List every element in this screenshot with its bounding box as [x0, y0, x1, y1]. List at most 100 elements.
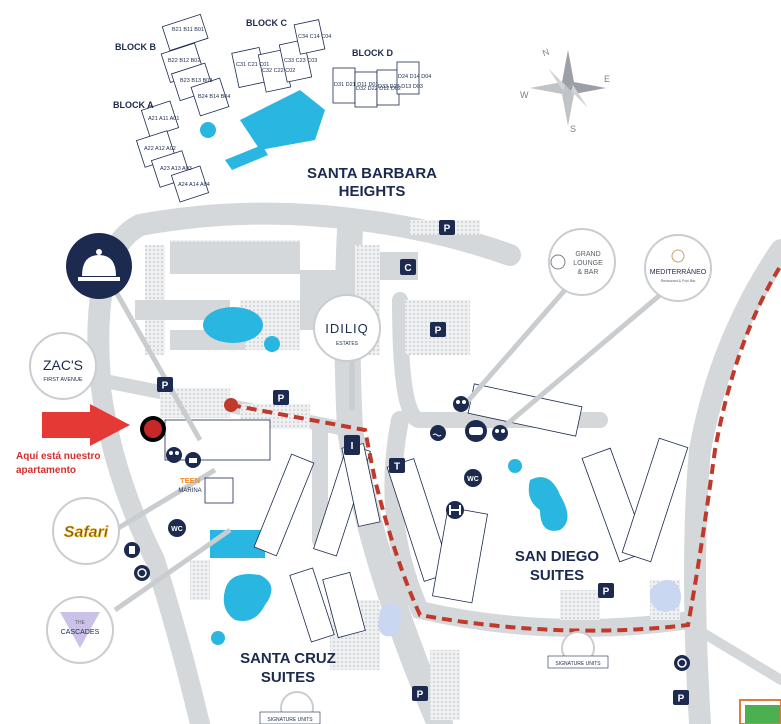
shop-icon[interactable]	[185, 452, 201, 468]
zacs-sub: FIRST AVENUE	[43, 377, 83, 383]
block-d-label: BLOCK D	[352, 48, 393, 58]
annotation-line2: apartamento	[16, 465, 76, 476]
callout-lines	[112, 288, 662, 613]
cascades-the: THE	[75, 620, 86, 626]
block-b-label: BLOCK B	[115, 42, 156, 52]
block-c-units-4: C34 C14 C04	[298, 34, 331, 40]
zacs-venue[interactable]: ZAC'S FIRST AVENUE	[29, 332, 97, 400]
pool-icon[interactable]	[430, 425, 446, 441]
cascades-name: CASCADES	[61, 629, 100, 636]
area-santa-barbara: SANTA BARBARA HEIGHTS	[307, 165, 437, 200]
block-b-units-4: B24 B14 B04	[198, 94, 230, 100]
block-c-units-2: C32 C22 C02	[262, 68, 295, 74]
clubhouse-pin[interactable]: C	[380, 252, 418, 280]
block-b-units-3: B23 B13 B03	[180, 78, 212, 84]
recycle-icon	[134, 565, 150, 581]
svg-text:WC: WC	[171, 526, 183, 533]
mediterraneo-name: MEDITERRÁNEO	[650, 267, 707, 276]
recycle-icon	[674, 655, 690, 671]
area-santa-cruz: SANTA CRUZ SUITES	[240, 650, 336, 686]
block-b-units-2: B22 B12 B02	[168, 58, 200, 64]
game-room-icon[interactable]	[465, 420, 487, 442]
block-buildings	[135, 13, 420, 203]
block-a-units-1: A21 A11 A01	[148, 116, 179, 122]
block-d-units-1: D31 D21 D11 D01	[334, 82, 379, 88]
svg-text:P: P	[603, 587, 610, 598]
restroom-pin[interactable]: WC	[168, 519, 186, 537]
grand-lounge-venue[interactable]: GRAND LOUNGE & BAR	[548, 228, 616, 296]
trash-icon	[124, 542, 140, 558]
info-pin[interactable]: I	[344, 435, 360, 455]
kids-club-icon[interactable]	[166, 447, 182, 463]
walking-route	[230, 263, 781, 633]
area-title-line1: SANTA BARBARA	[307, 165, 437, 182]
compass-icon: N E S W	[520, 47, 610, 134]
route-start-marker	[224, 398, 238, 412]
mediterraneo-venue[interactable]: MEDITERRÁNEO Restaurant & Pool Bar	[644, 234, 712, 302]
grand-lounge-line1: GRAND	[575, 251, 600, 258]
area-title-line1: SANTA CRUZ	[240, 650, 336, 667]
area-title-line2: SUITES	[261, 669, 315, 686]
apartment-marker[interactable]	[140, 416, 166, 442]
svg-text:P: P	[417, 690, 424, 701]
suite-wings	[164, 383, 689, 643]
svg-text:C: C	[404, 263, 411, 274]
block-c-label: BLOCK C	[246, 18, 287, 28]
idiliq-venue[interactable]: IDILIQ ESTATES	[313, 294, 381, 362]
parking-pin: P	[439, 220, 455, 235]
parking-pin: P	[430, 322, 446, 337]
svg-text:T: T	[394, 462, 400, 473]
svg-text:P: P	[162, 381, 169, 392]
area-title-line1: SAN DIEGO	[515, 548, 600, 565]
block-d-units-2: D32 D22 D12 D02	[356, 86, 401, 92]
block-a-units-2: A22 A12 A02	[144, 146, 176, 152]
block-c-units-1: C31 C21 C01	[236, 62, 269, 68]
signature-units-san-diego[interactable]: SIGNATURE UNITS	[547, 631, 609, 669]
svg-text:WC: WC	[467, 476, 479, 483]
parking-pin: P	[273, 390, 289, 405]
teen-marina-sub: MARINA	[178, 488, 201, 494]
signature-units-santa-cruz[interactable]: SIGNATURE UNITS	[259, 691, 321, 724]
block-b-units-1: B21 B11 B01	[172, 27, 204, 33]
cascades-venue[interactable]: THE CASCADES	[46, 596, 114, 664]
transport-pin[interactable]: T	[389, 458, 405, 473]
block-unit-labels: B21 B11 B01 B22 B12 B02 B23 B13 B03 B24 …	[144, 27, 431, 188]
block-a-label: BLOCK A	[113, 100, 154, 110]
safari-venue[interactable]: Safari	[52, 497, 120, 565]
svg-text:P: P	[435, 326, 442, 337]
idiliq-sub: ESTATES	[336, 341, 359, 347]
annotation-line1: Aquí está nuestro	[16, 451, 100, 462]
tennis-court	[739, 699, 781, 724]
block-d-units-4: D24 D14 D04	[398, 74, 431, 80]
reception-bell-icon[interactable]	[66, 233, 132, 299]
compass-e: E	[604, 74, 610, 84]
teen-marina-venue[interactable]: TEEN MARINA	[178, 476, 234, 504]
compass-w: W	[520, 90, 529, 100]
parking-pin: P	[598, 583, 614, 598]
restroom-pin[interactable]: WC	[464, 469, 482, 487]
grand-lounge-line2: LOUNGE	[573, 260, 603, 267]
grand-lounge-line3: & BAR	[577, 269, 598, 276]
teen-marina-name: TEEN	[180, 476, 200, 485]
parking-pins[interactable]: P P P P P P P	[157, 220, 689, 705]
family-icon[interactable]	[492, 425, 508, 441]
block-a-units-4: A24 A14 A04	[178, 182, 210, 188]
signature-units-label: SIGNATURE UNITS	[267, 717, 313, 723]
compass-s: S	[570, 124, 576, 134]
area-title-line2: HEIGHTS	[339, 183, 406, 200]
apartment-arrow	[42, 404, 130, 446]
parking-pin: P	[157, 377, 173, 392]
svg-text:P: P	[278, 394, 285, 405]
block-a-units-3: A23 A13 A03	[160, 166, 192, 172]
gym-icon[interactable]	[446, 501, 464, 519]
kids-club-icon[interactable]	[453, 396, 469, 412]
block-d-units-3: D33 D23 D13 D03	[378, 84, 423, 90]
zacs-name: ZAC'S	[43, 357, 83, 373]
mediterraneo-sub: Restaurant & Pool Bar	[661, 279, 697, 283]
block-c-units-3: C33 C23 C03	[284, 58, 317, 64]
svg-text:I: I	[351, 441, 354, 452]
pools	[200, 90, 681, 645]
parking-pin: P	[412, 686, 428, 701]
